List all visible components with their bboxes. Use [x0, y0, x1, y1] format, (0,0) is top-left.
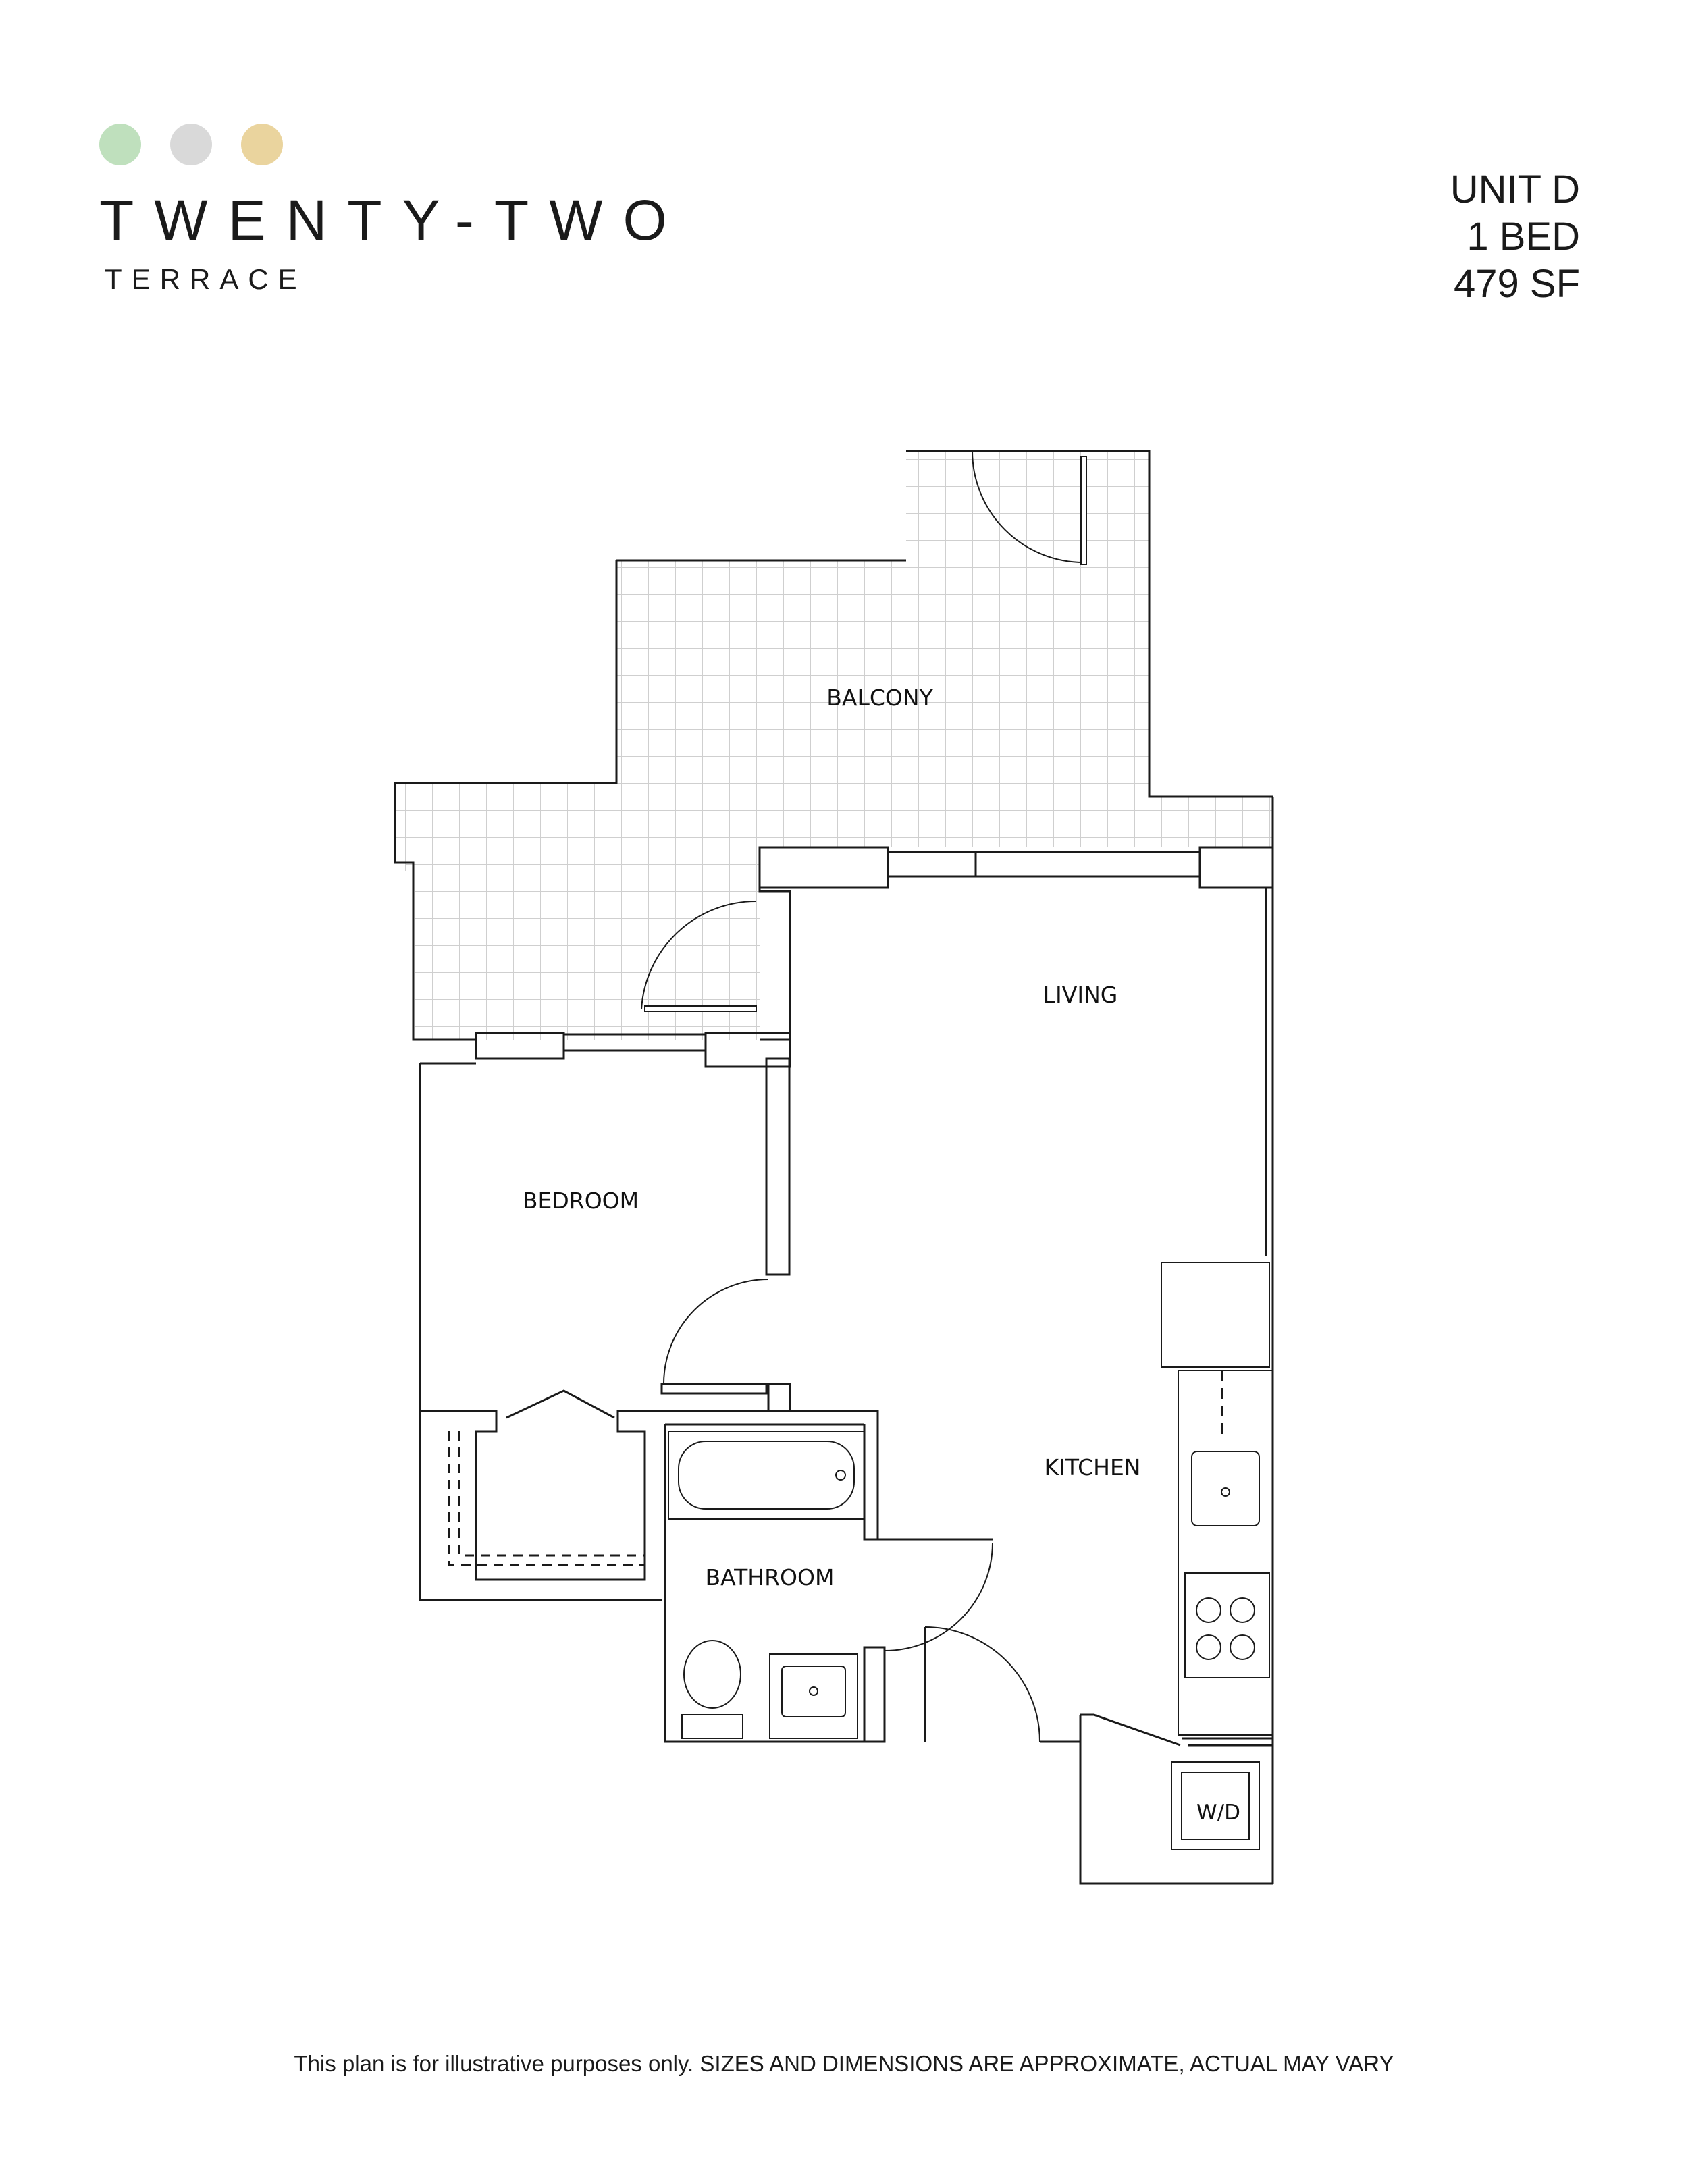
wall-wd-closet: [1079, 1713, 1273, 1885]
label-bedroom: BEDROOM: [523, 1188, 639, 1214]
closet-bifold-door: [506, 1389, 615, 1419]
wall-bedroom-top-right: [704, 1032, 791, 1068]
stove-burner-4: [1230, 1634, 1255, 1660]
bathroom-vanity: [769, 1653, 858, 1739]
kitchen-door-swing: [924, 1626, 1040, 1742]
kitchen-sink: [1191, 1451, 1260, 1526]
balcony-door: [1080, 456, 1087, 565]
doors: [506, 900, 1040, 1742]
balcony: [394, 450, 1273, 1041]
wall-bathroom-right-stub: [863, 1646, 886, 1743]
room-labels: BALCONY LIVING BEDROOM KITCHEN BATHROOM …: [523, 685, 1240, 1825]
disclaimer: This plan is for illustrative purposes o…: [294, 2051, 1394, 2076]
stove: [1184, 1572, 1270, 1678]
wall-closet: [420, 1410, 879, 1581]
wall-living-top-right: [1198, 846, 1274, 889]
closet-shelf: [448, 1431, 645, 1566]
unit-area: 479 SF: [1454, 262, 1580, 306]
bathtub-drain: [835, 1470, 846, 1481]
label-washer-dryer: W/D: [1196, 1801, 1240, 1825]
stove-burner-1: [1196, 1597, 1221, 1623]
label-living: LIVING: [1043, 982, 1118, 1008]
bedroom-door-swing: [663, 1279, 769, 1385]
closet-shelf-2: [458, 1431, 645, 1557]
balcony-outline: [394, 450, 1273, 1041]
fixtures: [668, 1262, 1273, 1850]
wall-bedroom-door-post: [767, 1383, 791, 1412]
brand-dot-gold: [241, 124, 283, 165]
label-bathroom: BATHROOM: [706, 1564, 835, 1591]
balcony-door-swing: [972, 450, 1084, 563]
washer-dryer: [1171, 1761, 1260, 1850]
bedroom-balcony-door: [644, 1005, 757, 1012]
wall-bedroom-door-stub: [660, 1383, 768, 1395]
wall-bedroom-outer: [419, 1062, 662, 1601]
bathroom-sink: [781, 1666, 846, 1717]
brand-dot-gray: [170, 124, 212, 165]
unit-beds: 1 BED: [1467, 215, 1580, 259]
unit-name: UNIT D: [1450, 167, 1580, 211]
unit-info: UNIT D 1 BED 479 SF: [1450, 166, 1580, 308]
brand-subtitle: TERRACE: [105, 263, 307, 295]
bathroom-door-swing: [884, 1542, 993, 1651]
bathroom-sink-drain: [809, 1686, 818, 1696]
brand-title: TWENTY-TWO: [99, 188, 687, 252]
balcony-tiles: [395, 451, 1273, 1040]
bathtub-basin: [678, 1441, 855, 1510]
label-kitchen: KITCHEN: [1045, 1454, 1141, 1481]
fridge: [1161, 1262, 1270, 1368]
label-balcony: BALCONY: [826, 685, 933, 711]
kitchen-counter: [1178, 1370, 1273, 1736]
toilet-tank: [681, 1714, 743, 1739]
kitchen-sink-drain: [1221, 1487, 1230, 1497]
wall-living-top-left: [758, 846, 889, 889]
bathtub: [668, 1431, 865, 1520]
stove-burner-2: [1230, 1597, 1255, 1623]
bedroom-balcony-door-swing: [641, 900, 757, 1010]
window-living: [887, 851, 1201, 878]
wall-bedroom-living: [765, 1057, 791, 1276]
brand-dot-green: [99, 124, 141, 165]
washer-dryer-inner: [1181, 1772, 1250, 1840]
stove-burner-3: [1196, 1634, 1221, 1660]
toilet-bowl: [683, 1640, 741, 1709]
